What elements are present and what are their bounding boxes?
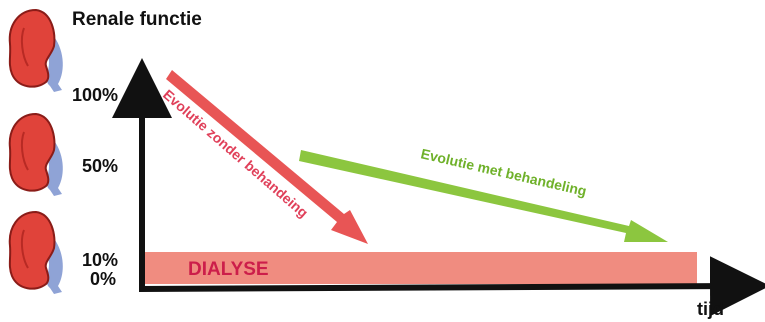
kidney-icon	[8, 210, 63, 294]
x-axis	[138, 256, 765, 317]
arrow-without-treatment	[166, 70, 368, 244]
y-tick-50: 50%	[82, 156, 118, 176]
arrow-without-treatment-label: Evolutie zonder behandeing	[160, 86, 311, 221]
x-axis-label: tijd	[697, 299, 724, 319]
arrow-with-treatment	[299, 150, 668, 242]
y-tick-10: 10%	[82, 250, 118, 270]
y-tick-0: 0%	[90, 269, 116, 289]
dialysis-band	[142, 252, 697, 284]
kidney-icon	[8, 8, 63, 92]
y-tick-100: 100%	[72, 85, 118, 105]
diagram-title: Renale functie	[72, 9, 202, 30]
dialysis-label: DIALYSE	[188, 259, 269, 280]
kidney-icon	[8, 112, 63, 196]
